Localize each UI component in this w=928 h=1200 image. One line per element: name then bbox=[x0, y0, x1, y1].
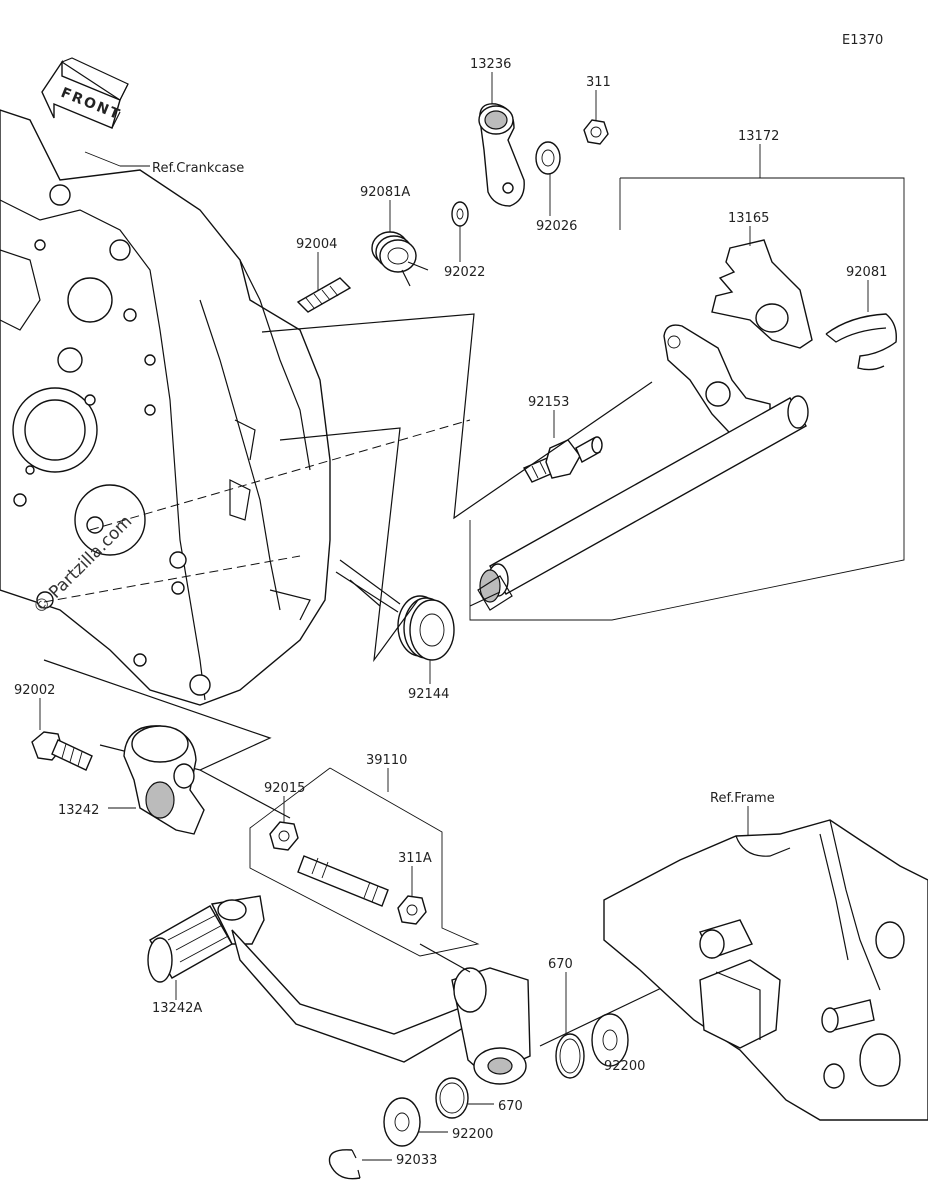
label-92200-upper: 92200 bbox=[604, 1059, 645, 1074]
part-13165-drawing bbox=[711, 239, 813, 349]
part-92200-lower-drawing bbox=[383, 1097, 421, 1147]
label-311: 311 bbox=[586, 75, 611, 90]
label-670-lower: 670 bbox=[498, 1099, 523, 1114]
frame-drawing bbox=[603, 819, 928, 1121]
label-92004: 92004 bbox=[296, 237, 337, 252]
part-13242A-drawing bbox=[147, 895, 471, 1063]
diagram-code: E1370 bbox=[842, 33, 883, 48]
label-92002: 92002 bbox=[14, 683, 55, 698]
part-13236-drawing bbox=[478, 103, 525, 207]
part-92026-drawing bbox=[535, 141, 561, 175]
part-670-lower-drawing bbox=[435, 1077, 469, 1119]
crankcase-drawing bbox=[0, 109, 331, 706]
label-13242A: 13242A bbox=[152, 1001, 202, 1016]
pedal-pivot-drawing bbox=[451, 967, 531, 1085]
part-92033-drawing bbox=[328, 1149, 361, 1180]
label-13242: 13242 bbox=[58, 803, 99, 818]
part-92022-drawing bbox=[451, 201, 469, 227]
part-92144-drawing bbox=[335, 559, 455, 661]
label-92081: 92081 bbox=[846, 265, 887, 280]
part-92004-drawing bbox=[296, 277, 352, 313]
label-13172: 13172 bbox=[738, 129, 779, 144]
ref-frame-label: Ref.Frame bbox=[710, 791, 775, 806]
part-311A-drawing bbox=[397, 895, 427, 925]
label-39110: 39110 bbox=[366, 753, 407, 768]
label-92081A: 92081A bbox=[360, 185, 410, 200]
part-670-upper-drawing bbox=[555, 1033, 585, 1079]
label-92026: 92026 bbox=[536, 219, 577, 234]
label-92033: 92033 bbox=[396, 1153, 437, 1168]
part-92081-drawing bbox=[825, 313, 897, 371]
part-92002-drawing bbox=[31, 731, 93, 771]
label-670-upper: 670 bbox=[548, 957, 573, 972]
part-92081A-drawing bbox=[371, 231, 429, 287]
label-13165: 13165 bbox=[728, 211, 769, 226]
label-92015: 92015 bbox=[264, 781, 305, 796]
part-311-drawing bbox=[583, 119, 609, 145]
label-92200-lower: 92200 bbox=[452, 1127, 493, 1142]
label-92022: 92022 bbox=[444, 265, 485, 280]
part-92200-upper-drawing bbox=[591, 1013, 629, 1067]
label-92153: 92153 bbox=[528, 395, 569, 410]
label-311A: 311A bbox=[398, 851, 432, 866]
front-arrow-icon: FRONT bbox=[41, 57, 129, 129]
label-92144: 92144 bbox=[408, 687, 449, 702]
part-92015-drawing bbox=[269, 821, 299, 851]
part-13242-drawing bbox=[123, 725, 205, 835]
tie-rod-drawing bbox=[297, 855, 389, 907]
label-13236: 13236 bbox=[470, 57, 511, 72]
ref-crankcase-label: Ref.Crankcase bbox=[152, 161, 244, 176]
